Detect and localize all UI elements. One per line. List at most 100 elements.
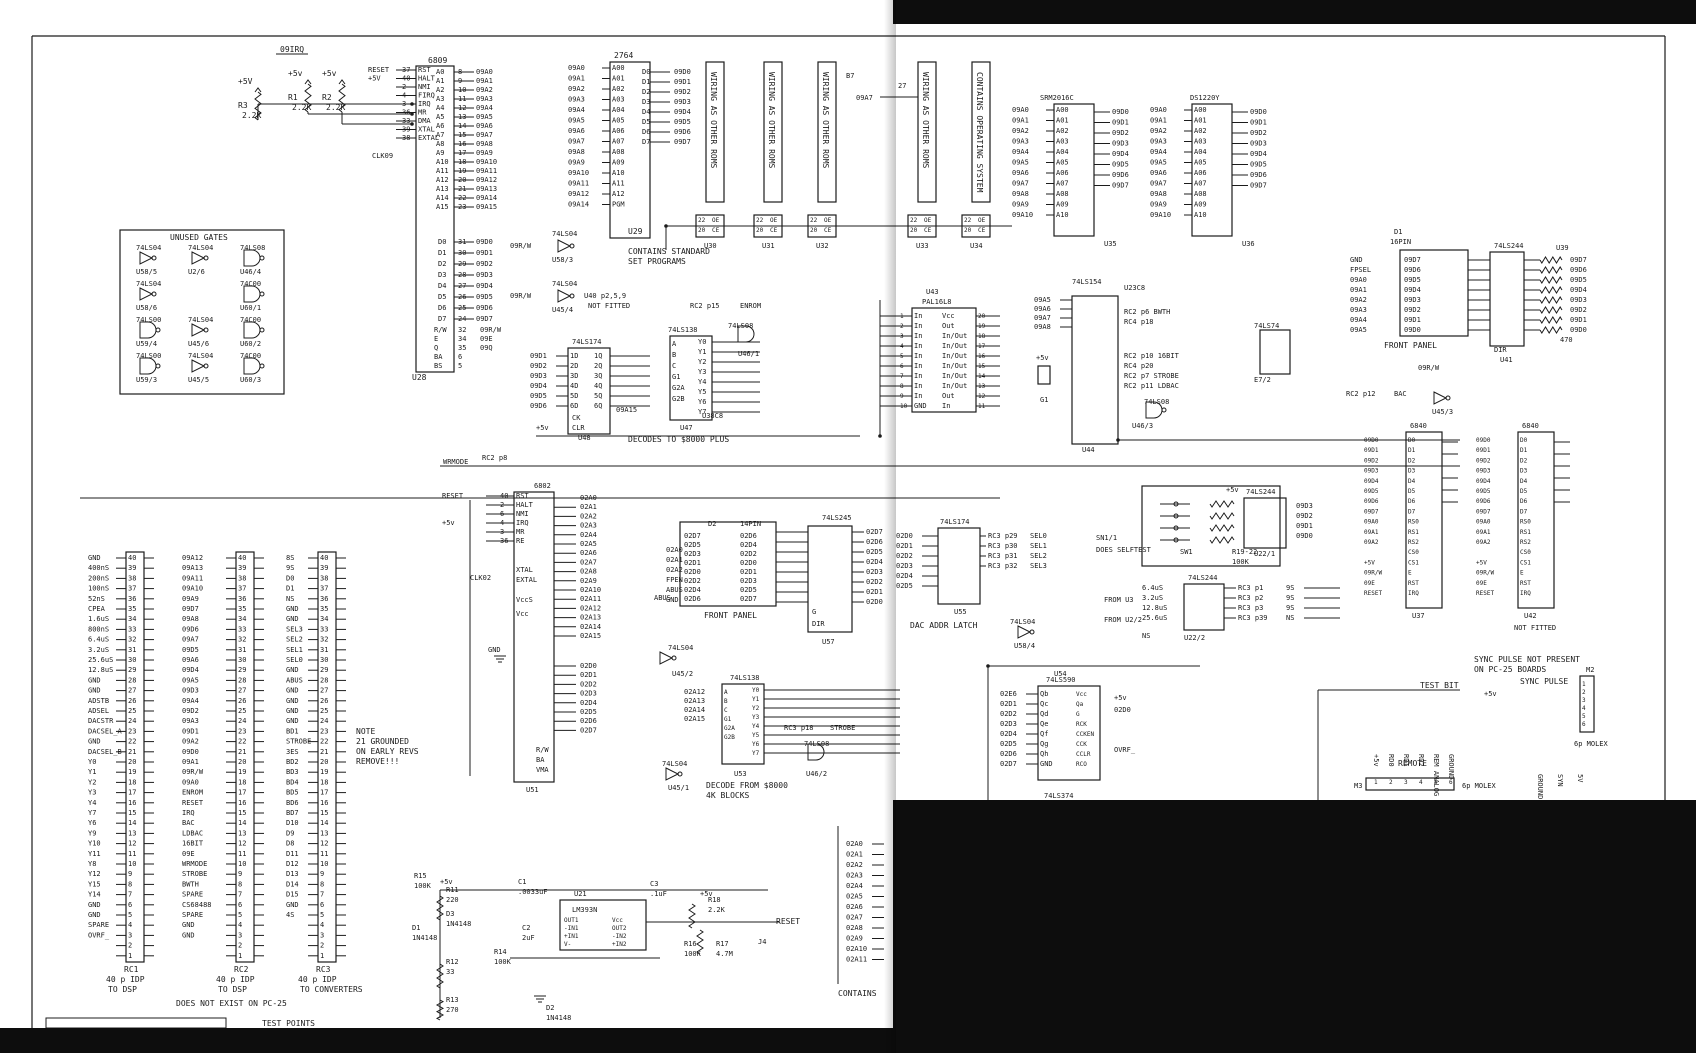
dac-input-net: 02D5	[896, 582, 913, 590]
rc-pin-num: 25	[238, 707, 246, 715]
cpu-addr-net: 09A4	[476, 104, 493, 112]
rc-net: DACSEL_A	[88, 727, 123, 735]
latch-input-net: 09D5	[530, 392, 547, 400]
rc-pin-num: 27	[238, 687, 246, 695]
decoder-u53-pin: G1	[724, 716, 732, 723]
reset-part-value: 270	[446, 1006, 459, 1014]
pia-net: 09E	[1476, 580, 1487, 587]
unused-inverter	[191, 359, 206, 373]
pc25-note: DOES NOT EXIST ON PC-25	[176, 999, 287, 1008]
rc-pin-num: 34	[320, 615, 328, 623]
reset-part-value: 2.2K	[708, 906, 726, 914]
junction-dot	[878, 434, 882, 438]
gate-ref: U45/4	[552, 306, 573, 314]
pia-net: 09A1	[1476, 529, 1491, 536]
note-text: DECODE FROM $8000	[706, 781, 788, 790]
rc-net: D10	[286, 819, 299, 827]
counter-pin: Qd	[1040, 710, 1048, 718]
switch-contact	[1173, 537, 1179, 543]
resistor-value: 2.2K	[326, 103, 345, 112]
comparator-ref: U21	[574, 890, 587, 898]
memory-addr-name: A09	[1194, 201, 1207, 209]
cpu-data-net: 09D2	[476, 260, 493, 268]
rc-pin-num: 30	[128, 656, 136, 664]
net-label: STROBE	[830, 724, 855, 732]
rc-pin-num: 4	[128, 921, 132, 929]
decoder-u53-pin: B	[724, 698, 728, 705]
cpu-6809-part: 6809	[428, 56, 447, 65]
fp2-mid-net: 02D4	[740, 541, 757, 549]
rc-pin-num: 19	[128, 768, 136, 776]
rc-pin-num: 23	[320, 727, 328, 735]
cpu-ctrl-num: 6	[458, 353, 462, 361]
counter-pin: Qa	[1076, 701, 1084, 708]
fp2-mid-net: 02D2	[740, 550, 757, 558]
latch-pin: 1D	[570, 352, 578, 360]
dac-input-net: 02D1	[896, 542, 913, 550]
rc-pin-num: 40	[238, 554, 246, 562]
memory-data-net: 09D0	[1250, 108, 1267, 116]
rc-net: BD7	[286, 809, 299, 817]
fp2-header-type: 14PIN	[740, 520, 761, 528]
u22-1-ref: U22/1	[1254, 550, 1275, 558]
eprom-addr-net: 09A12	[568, 190, 589, 198]
unused-gate-part: 74LS04	[188, 352, 213, 360]
rc-pin-num: 16	[238, 799, 246, 807]
rom-pin: CE	[770, 227, 778, 234]
fp-mid-net: 09D1	[1404, 316, 1421, 324]
rc-net: 09A9	[182, 595, 199, 603]
rc-pin-num: 39	[128, 564, 136, 572]
reset-part-ref: R17	[716, 940, 729, 948]
rc-pin-num: 33	[320, 625, 328, 633]
rc-pin-num: 14	[128, 819, 136, 827]
rc-pin-num: 13	[320, 829, 328, 837]
reset-part-value: 220	[446, 896, 459, 904]
fp-pullup-resistor	[1539, 256, 1563, 264]
fp2-out-net: 02D1	[866, 588, 883, 596]
rc-pin-num: 34	[238, 615, 246, 623]
fp-dir: DIR	[1494, 346, 1507, 354]
decoder-u53-pin: Y5	[752, 732, 760, 739]
cpu-data-net: 09D0	[476, 238, 493, 246]
rc-net: 09A8	[182, 615, 199, 623]
junction-dot	[1116, 438, 1120, 442]
cpu-addr-net: 09A11	[476, 167, 497, 175]
bus-tail-net: 02A11	[846, 956, 867, 964]
rc-pin-num: 6	[320, 901, 324, 909]
cpu2-pin: XTAL	[516, 566, 533, 574]
decoder-pin: G1	[672, 373, 680, 381]
inverter-bubble	[569, 293, 575, 299]
gate-ref: U46/3	[1132, 422, 1153, 430]
resistor-ref: R2	[322, 93, 332, 102]
misc-net: 27	[898, 82, 906, 90]
pia-pin: RST	[1520, 580, 1531, 587]
u44-note: RC2 p7 STROBE	[1124, 372, 1179, 380]
cpu-ctrl-name: R/W	[434, 326, 447, 334]
memory-addr-net: 09A8	[1150, 190, 1167, 198]
clk-from: FROM U3	[1104, 596, 1134, 604]
unused-gate-ref: U58/6	[136, 304, 157, 312]
cpu2-left-net: +5v	[442, 519, 455, 527]
eprom-ref: U29	[628, 227, 643, 236]
cpu2-data-net: 02D1	[580, 671, 597, 679]
counter-pin: G	[1076, 711, 1080, 718]
unused-gate-ref: U59/3	[136, 376, 157, 384]
cpu-data-name: D3	[438, 271, 446, 279]
cpu-addr-net: 09A15	[476, 203, 497, 211]
memory-addr-net: 09A6	[1012, 169, 1029, 177]
cpu-addr-name: A0	[436, 68, 444, 76]
pia-pin: D4	[1408, 478, 1416, 485]
title-block-edge	[45, 1017, 227, 1029]
reset-part-ref: R18	[708, 896, 721, 904]
u44-note: RC2 p10 16BIT	[1124, 352, 1180, 360]
rc-net: BD4	[286, 778, 299, 786]
eprom-addr-name: A09	[612, 159, 625, 167]
remote-extra: SYN	[1556, 774, 1564, 787]
clk-freq: 25.6uS	[1142, 614, 1167, 622]
rom-ref: U32	[816, 242, 829, 250]
sram-body	[1053, 103, 1095, 237]
cpu-addr-name: A5	[436, 113, 444, 121]
gate-ref: U58/4	[1014, 642, 1035, 650]
fp-mid-net: 09D0	[1404, 326, 1421, 334]
fp-pullup-resistor	[1539, 276, 1563, 284]
